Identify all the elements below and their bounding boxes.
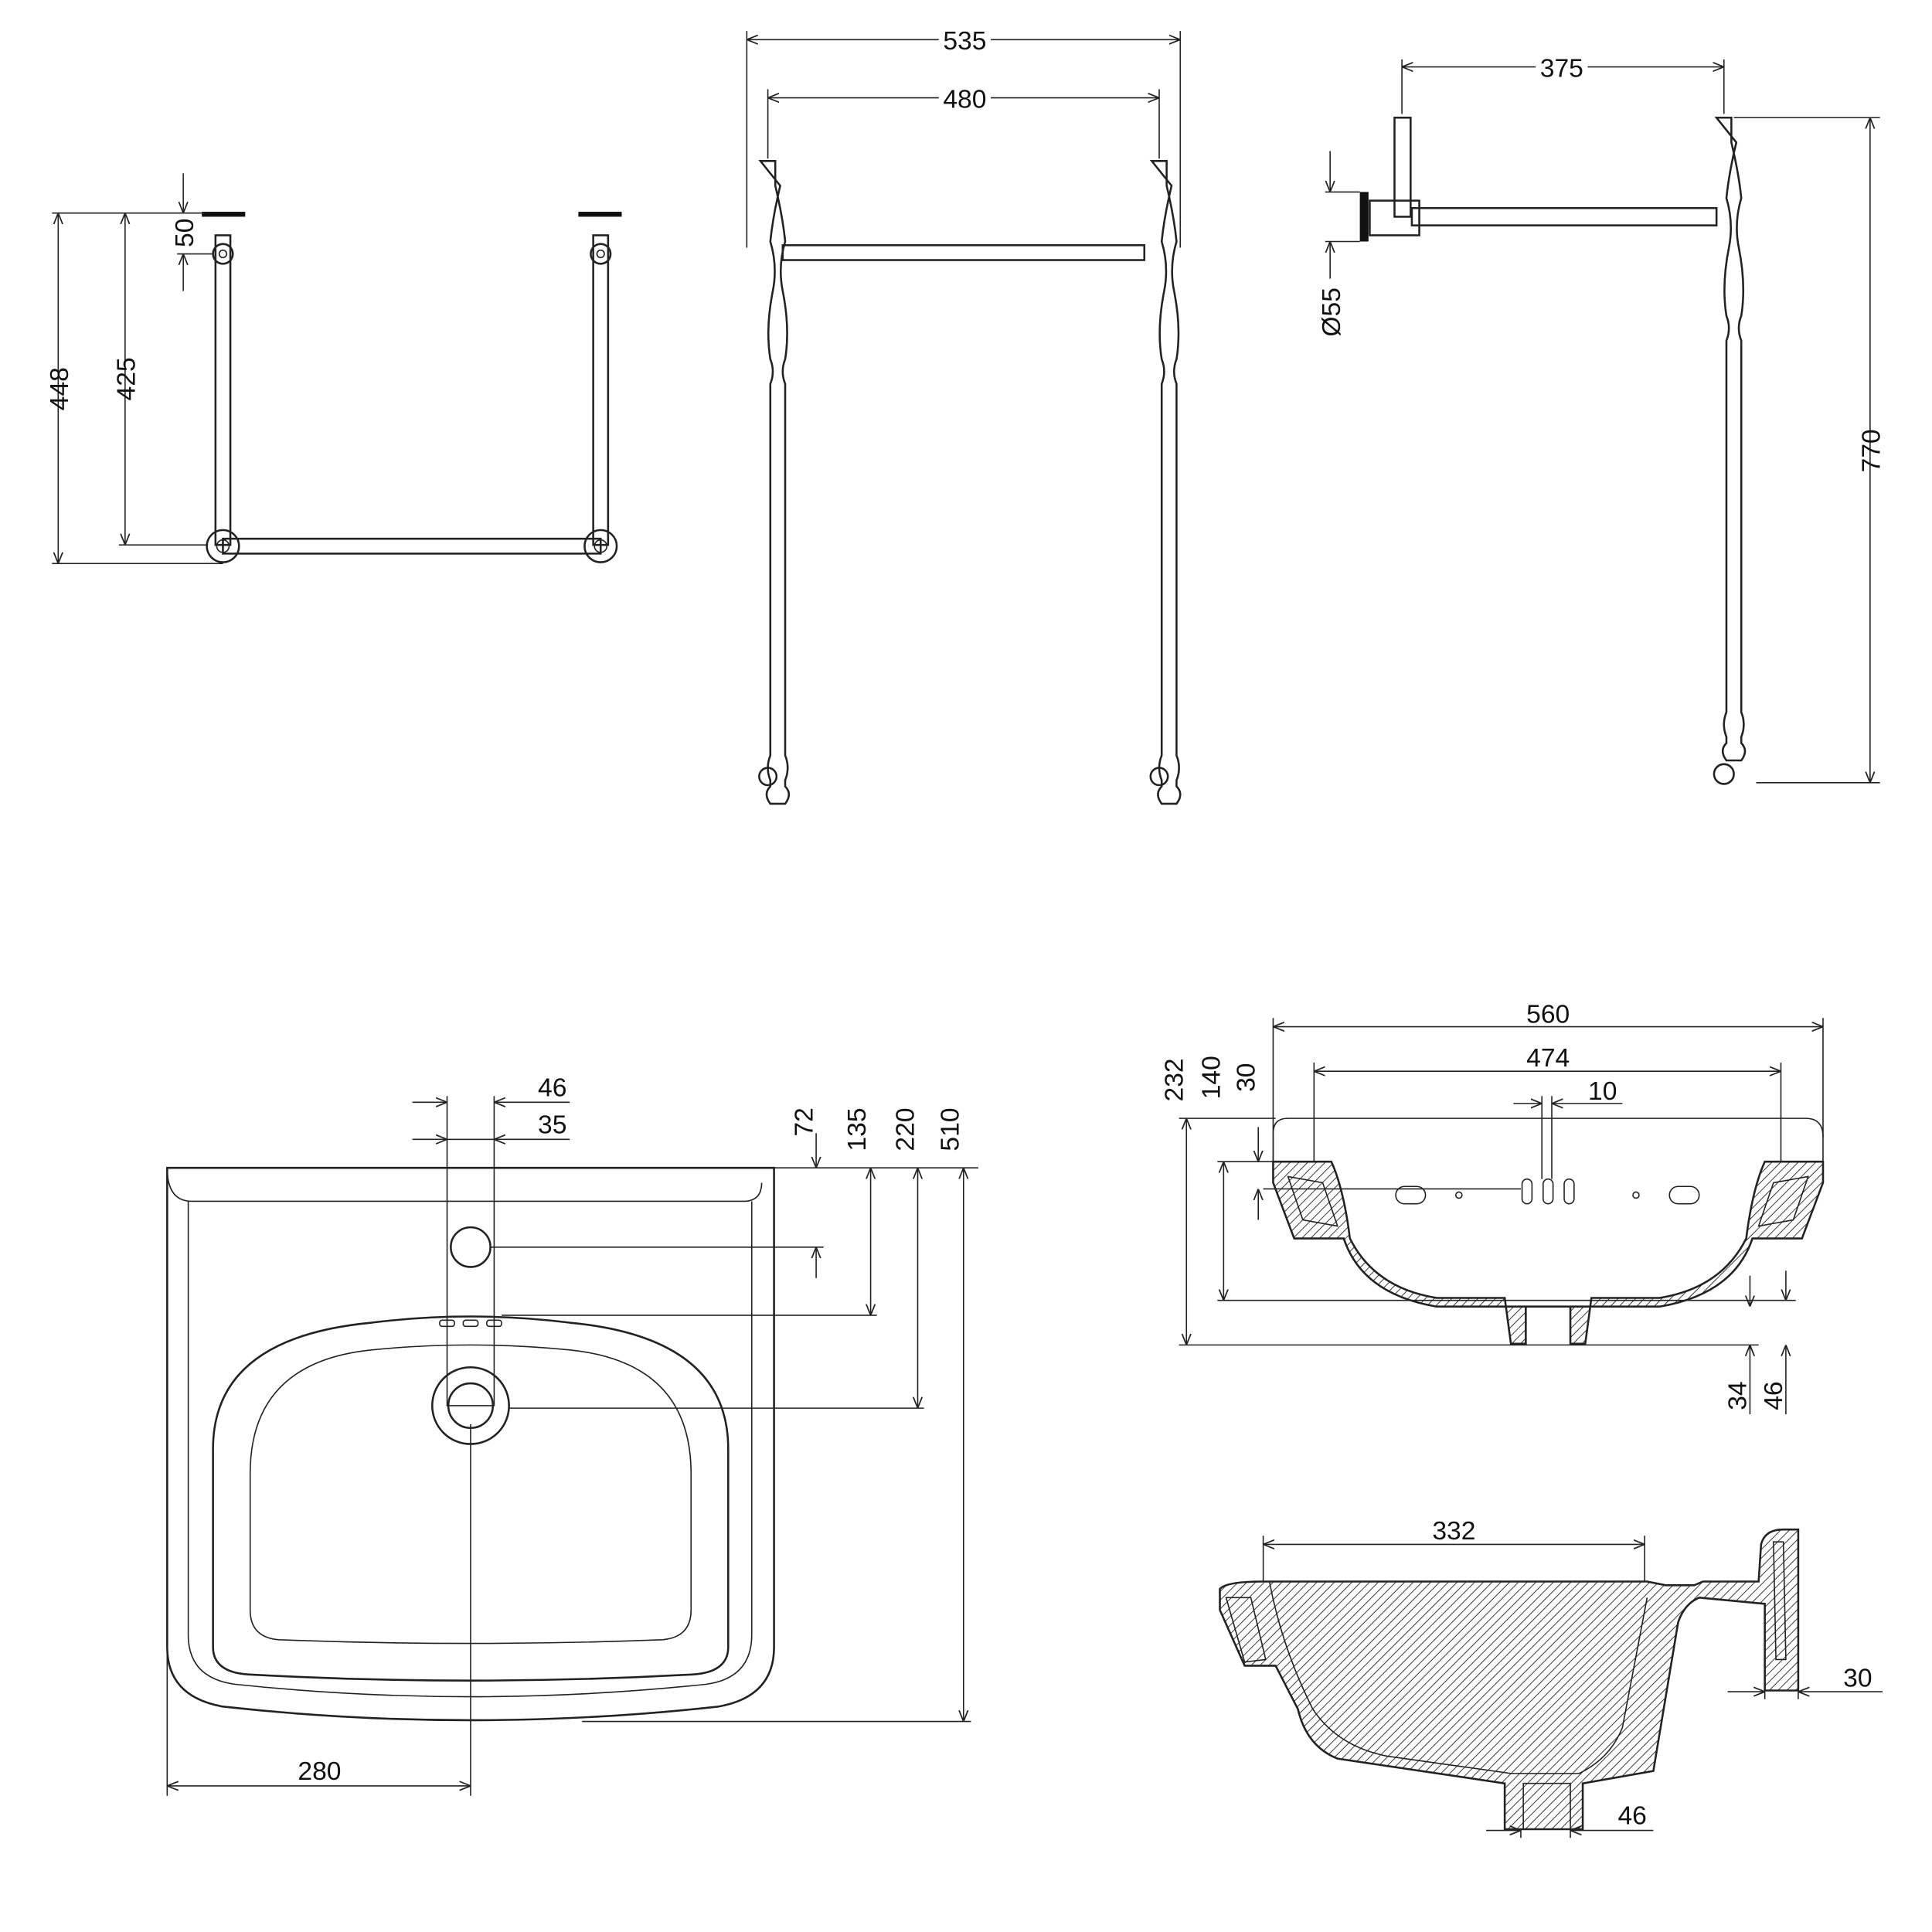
leg [1714,116,1747,762]
dimension-46-outlet: 46 [1760,1270,1788,1415]
dimension-425: 425 [113,213,209,546]
side-section-body [1219,1528,1800,1831]
dim-label-280: 280 [298,1757,341,1786]
basin-outline [166,1166,775,1722]
dimension-50: 50 [171,173,213,291]
dimension-140: 140 [1198,1056,1796,1301]
dimension-232: 232 [1160,1058,1759,1346]
dimension-280: 280 [166,1647,471,1796]
dim-label-46-outlet: 46 [1760,1381,1788,1410]
dim-label-50: 50 [171,219,199,247]
dimension-34: 34 [1724,1275,1753,1415]
dimension-30-rim: 30 [1232,1063,1260,1220]
dimension-332: 332 [1262,1517,1646,1582]
dimension-448: 448 [46,212,223,564]
dimension-10: 10 [1513,1077,1623,1179]
dim-label-46-side: 46 [1617,1802,1646,1831]
basin-front-section: 560 474 10 232 140 [1160,1001,1825,1415]
dimension-560: 560 [1272,1001,1824,1162]
dimension-72: 72 [490,1107,979,1278]
overflow-channel [446,1138,495,1406]
dimension-480: 480 [767,83,1160,159]
basin-plan-view: 46 35 72 135 220 510 [166,1073,979,1796]
dim-label-10: 10 [1588,1077,1617,1106]
stand-side-view: 375 770 Ø55 [1318,52,1886,785]
tap-hole [450,1226,492,1268]
dimension-474: 474 [1313,1044,1782,1162]
dim-label-30: 30 [1232,1063,1260,1092]
dim-label-35: 35 [538,1111,566,1139]
dim-label-72: 72 [790,1107,818,1136]
dim-label-770: 770 [1858,429,1886,472]
dimension-135: 135 [502,1107,877,1316]
dim-label-480: 480 [943,85,986,114]
stand-top-view: 448 425 50 [46,173,622,564]
dimension-375: 375 [1401,52,1725,114]
rail-frame [202,212,622,563]
dim-label-332: 332 [1432,1517,1475,1546]
dimension-770: 770 [1733,117,1886,784]
dim-label-535: 535 [943,27,986,56]
dim-label-34: 34 [1724,1381,1753,1410]
bowl-outline [212,1315,730,1682]
dim-label-510: 510 [936,1107,964,1151]
wall-flange [1359,192,1369,242]
stand-front-view: 535 480 [746,25,1182,805]
dim-label-448: 448 [46,367,74,410]
post [1393,116,1412,218]
front-section-body [1272,1160,1825,1345]
dimension-35: 35 [412,1111,570,1139]
dim-label-140: 140 [1198,1056,1226,1099]
side-rail [1410,206,1718,226]
dimension-46-overflow: 46 [412,1073,570,1140]
leg-left [758,160,791,805]
dim-label-232: 232 [1160,1058,1189,1101]
leg-right [1149,160,1182,805]
dimension-510: 510 [582,1107,971,1723]
dimension-535: 535 [746,25,1182,248]
dim-label-560: 560 [1526,1001,1570,1029]
crossbar [781,244,1146,261]
dim-label-220: 220 [892,1107,920,1151]
dim-label-30-bracket: 30 [1843,1665,1872,1693]
dimension-46-side-outlet: 46 [1486,1802,1654,1838]
dimension-diameter-55: Ø55 [1318,151,1360,337]
dimension-220: 220 [509,1107,924,1409]
dim-label-46: 46 [538,1073,566,1102]
dimension-30-bracket: 30 [1727,1665,1883,1699]
dim-label-diameter-55: Ø55 [1318,287,1346,337]
basin-side-section: 332 30 46 [1219,1517,1883,1838]
dim-label-474: 474 [1526,1044,1570,1073]
dim-label-375: 375 [1540,54,1583,83]
dim-label-425: 425 [113,357,141,400]
dim-label-135: 135 [843,1107,872,1151]
overflow-slots [439,1319,502,1328]
